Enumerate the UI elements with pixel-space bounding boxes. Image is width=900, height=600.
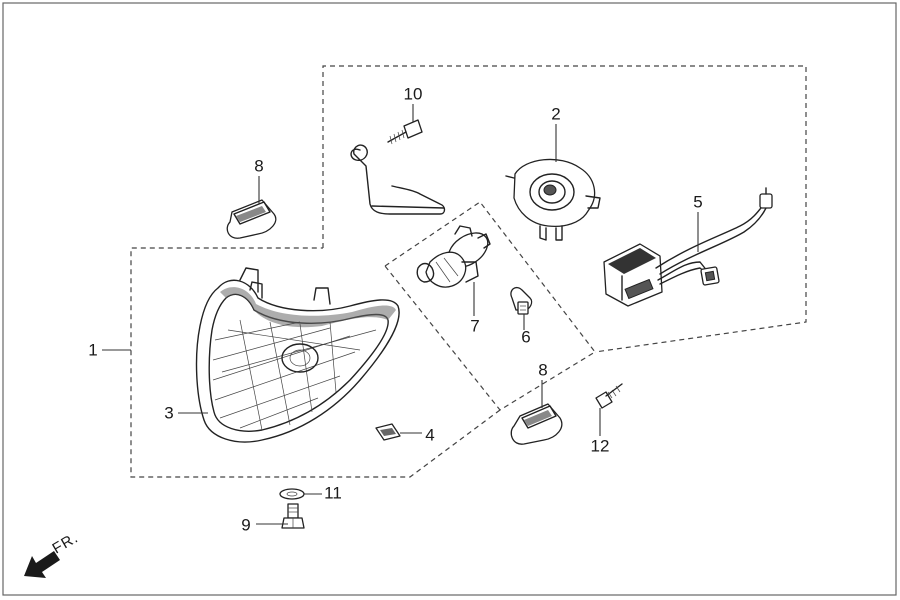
front-direction-indicator: FR. [24, 529, 82, 578]
washer-drawing [279, 488, 305, 500]
front-arrow-icon [24, 551, 60, 578]
callout-5: 5 [693, 193, 702, 212]
rubber-clamp-upper-drawing [226, 199, 277, 239]
rubber-clamp-lower-drawing [510, 403, 563, 445]
clip-nut-drawing [375, 423, 401, 441]
wire-harness-drawing [603, 187, 773, 307]
callout-4: 4 [425, 426, 434, 445]
spring-clip-drawing [350, 144, 446, 215]
callout-11: 11 [324, 484, 342, 503]
callout-8a: 8 [254, 157, 263, 176]
group-outline-bulbs [384, 201, 596, 411]
callout-12: 12 [591, 437, 610, 456]
callout-8b: 8 [538, 361, 547, 380]
position-bulb-drawing [510, 286, 533, 315]
headlight-assembly-drawing [195, 267, 400, 443]
callout-3: 3 [164, 404, 173, 423]
group-outline-lower [130, 247, 501, 478]
screw-right-drawing [595, 383, 623, 409]
screw-top-drawing [387, 119, 423, 145]
callout-10: 10 [404, 85, 423, 104]
callout-7: 7 [470, 317, 479, 336]
group-outline-upper [322, 65, 807, 353]
headlight-bulb-drawing [416, 225, 491, 288]
bolt-lower-drawing [281, 503, 305, 529]
callout-9: 9 [241, 516, 250, 535]
callout-2: 2 [551, 105, 560, 124]
callout-1: 1 [88, 341, 97, 360]
bulb-socket-holder-drawing [505, 158, 601, 241]
callout-6: 6 [521, 328, 530, 347]
